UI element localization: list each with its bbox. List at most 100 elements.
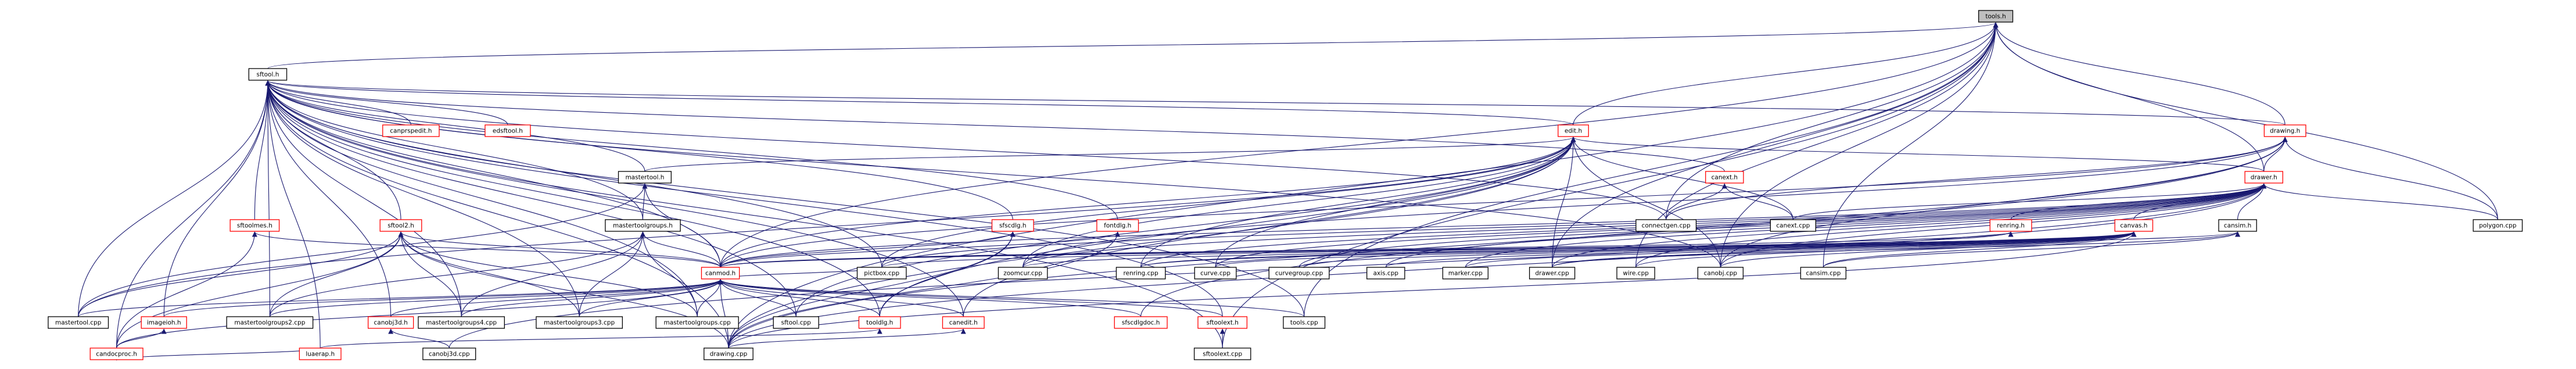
node-box xyxy=(856,267,907,280)
edge-mastertool-h-to-edit-h xyxy=(644,137,1576,172)
node-label: canmod.h xyxy=(705,270,736,277)
node-sftool-cpp[interactable]: sftool.cpp xyxy=(773,316,819,329)
node-drawer-h[interactable]: drawer.h xyxy=(2244,171,2283,184)
node-sftool-h[interactable]: sftool.h xyxy=(248,68,288,81)
node-box xyxy=(2218,219,2257,232)
edge-canobj3d-h-to-sftool-h xyxy=(265,80,392,317)
node-label: mastertool.h xyxy=(625,174,664,181)
node-box xyxy=(858,316,901,329)
node-axis-cpp[interactable]: axis.cpp xyxy=(1366,267,1405,280)
node-canedit-h[interactable]: canedit.h xyxy=(942,316,985,329)
node-box xyxy=(248,68,288,81)
edge-sftool-cpp-to-edit-h xyxy=(795,137,1576,317)
node-mastertoolgroups2-cpp[interactable]: mastertoolgroups2.cpp xyxy=(226,316,314,329)
node-curve-cpp[interactable]: curve.cpp xyxy=(1194,267,1237,280)
node-luaerap-h[interactable]: luaerap.h xyxy=(299,347,342,360)
node-fontdlg-h[interactable]: fontdlg.h xyxy=(1096,219,1139,232)
node-tooldlg-h[interactable]: tooldlg.h xyxy=(858,316,901,329)
edge-renring-h-to-drawer-h xyxy=(2010,183,2267,220)
edge-marker-cpp-to-canvas-h xyxy=(1465,231,2137,268)
edge-mastertool-cpp-to-edit-h xyxy=(78,137,1576,317)
edge-drawer-h-to-tools-h xyxy=(1993,22,2265,172)
edge-candocproc-h-to-imageioh-h xyxy=(116,328,167,349)
node-label: sfscdlg.h xyxy=(999,223,1027,230)
edge-mastertoolgroups-cpp-to-sftool2-h xyxy=(398,231,698,317)
edge-canext-h-to-sftool-h xyxy=(265,80,1725,172)
edge-canmod-h-to-cansim-h xyxy=(720,231,2240,268)
edge-luaerap-h-to-candocproc-h xyxy=(114,347,321,361)
node-canmod-h[interactable]: canmod.h xyxy=(701,267,740,280)
node-canobj3d-cpp[interactable]: canobj3d.cpp xyxy=(422,347,476,360)
node-marker-cpp[interactable]: marker.cpp xyxy=(1442,267,1489,280)
edge-canobj3d-cpp-to-drawer-h xyxy=(449,183,2267,349)
edge-canmod-h-to-sftool2-h xyxy=(398,231,721,268)
node-box xyxy=(1194,267,1237,280)
node-cansim-h[interactable]: cansim.h xyxy=(2218,219,2257,232)
node-zoomcur-cpp[interactable]: zoomcur.cpp xyxy=(998,267,1048,280)
edge-polygon-cpp-to-drawing-h xyxy=(2282,137,2498,220)
node-canext-h[interactable]: canext.h xyxy=(1705,171,1744,184)
node-edit-h[interactable]: edit.h xyxy=(1558,124,1589,137)
node-drawing-h[interactable]: drawing.h xyxy=(2263,124,2306,137)
node-drawer-cpp[interactable]: drawer.cpp xyxy=(1529,267,1576,280)
node-connectgen-cpp[interactable]: connectgen.cpp xyxy=(1635,219,1697,232)
node-mastertoolgroups-h[interactable]: mastertoolgroups.h xyxy=(605,219,681,232)
node-sfscdlgdoc-h[interactable]: sfscdlgdoc.h xyxy=(1114,316,1168,329)
node-cansim-cpp[interactable]: cansim.cpp xyxy=(1800,267,1847,280)
edge-mastertoolgroups-cpp-to-canmod-h xyxy=(697,279,723,317)
node-canobj3d-h[interactable]: canobj3d.h xyxy=(367,316,414,329)
node-mastertoolgroups4-cpp[interactable]: mastertoolgroups4.cpp xyxy=(418,316,505,329)
node-renring-cpp[interactable]: renring.cpp xyxy=(1115,267,1166,280)
node-mastertoolgroups3-cpp[interactable]: mastertoolgroups3.cpp xyxy=(536,316,623,329)
node-tools-cpp[interactable]: tools.cpp xyxy=(1283,316,1326,329)
node-candocproc-h[interactable]: candocproc.h xyxy=(89,347,143,360)
edge-mastertoolgroups4-cpp-to-canmod-h xyxy=(461,279,723,317)
node-label: wire.cpp xyxy=(1623,270,1649,277)
node-canvas-h[interactable]: canvas.h xyxy=(2114,219,2154,232)
node-box xyxy=(89,347,143,360)
node-box xyxy=(1989,219,2032,232)
edge-polygon-cpp-to-drawer-h xyxy=(2261,183,2498,220)
edge-mastertool-cpp-to-mastertool-h xyxy=(78,183,648,317)
node-box xyxy=(226,316,314,329)
node-sfscdlg-h[interactable]: sfscdlg.h xyxy=(991,219,1034,232)
node-sftoolext-h[interactable]: sftoolext.h xyxy=(1197,316,1248,329)
node-canobj-cpp[interactable]: canobj.cpp xyxy=(1697,267,1744,280)
node-sftoolmes-h[interactable]: sftoolmes.h xyxy=(229,219,280,232)
node-curvegroup-cpp[interactable]: curvegroup.cpp xyxy=(1268,267,1330,280)
edge-imageioh-h-to-sftool-h xyxy=(163,80,271,317)
node-canprspedit-h[interactable]: canprspedit.h xyxy=(382,124,440,137)
node-box xyxy=(605,219,681,232)
node-box xyxy=(1770,219,1817,232)
node-tools-h[interactable]: tools.h xyxy=(1978,10,2014,23)
node-box xyxy=(2263,124,2306,137)
node-label: zoomcur.cpp xyxy=(1003,270,1042,277)
edge-canmod-h-to-drawing-h xyxy=(720,137,2288,268)
edge-canmod-h-to-drawer-h xyxy=(720,183,2266,268)
node-edsftool-h[interactable]: edsftool.h xyxy=(485,124,531,137)
node-box xyxy=(367,316,414,329)
node-box xyxy=(1442,267,1489,280)
node-sftoolext-cpp[interactable]: sftoolext.cpp xyxy=(1193,347,1251,360)
node-wire-cpp[interactable]: wire.cpp xyxy=(1616,267,1655,280)
node-canext-cpp[interactable]: canext.cpp xyxy=(1770,219,1817,232)
node-box xyxy=(536,316,623,329)
edge-tools-cpp-to-tools-h xyxy=(1304,22,1999,317)
node-box xyxy=(1283,316,1326,329)
node-polygon-cpp[interactable]: polygon.cpp xyxy=(2473,219,2523,232)
node-pictbox-cpp[interactable]: pictbox.cpp xyxy=(856,267,907,280)
node-label: drawer.cpp xyxy=(1535,270,1570,277)
node-drawing-cpp[interactable]: drawing.cpp xyxy=(704,347,754,360)
node-label: mastertoolgroups.h xyxy=(613,223,673,230)
edge-tools-cpp-to-canmod-h xyxy=(717,279,1305,317)
node-label: sftool.cpp xyxy=(781,320,812,327)
node-box xyxy=(1268,267,1330,280)
node-renring-h[interactable]: renring.h xyxy=(1989,219,2032,232)
node-mastertool-cpp[interactable]: mastertool.cpp xyxy=(48,316,109,329)
node-mastertoolgroups-cpp[interactable]: mastertoolgroups.cpp xyxy=(655,316,739,329)
node-mastertool-h[interactable]: mastertool.h xyxy=(618,171,672,184)
node-box xyxy=(48,316,109,329)
node-sftool2-h[interactable]: sftool2.h xyxy=(379,219,422,232)
edge-connectgen-cpp-to-canext-h xyxy=(1666,183,1727,220)
node-imageioh-h[interactable]: imageioh.h xyxy=(141,316,187,329)
